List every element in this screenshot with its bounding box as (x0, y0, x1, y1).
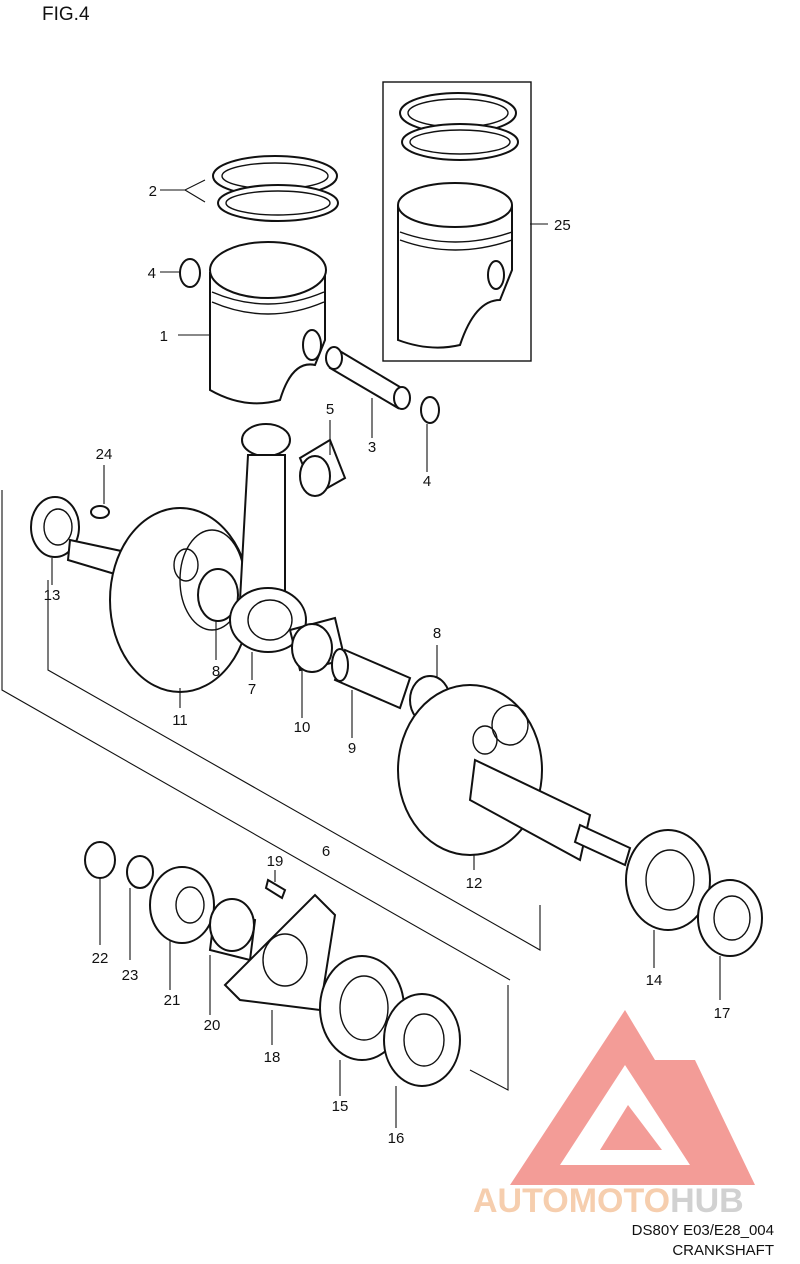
crank-nut (84, 841, 116, 879)
callout-9: 9 (348, 740, 356, 757)
oil-seal-lower (383, 993, 461, 1087)
callout-16: 16 (388, 1130, 405, 1147)
circlip-right (420, 396, 440, 424)
big-end-bearing (288, 616, 347, 673)
callout-2: 2 (149, 183, 157, 200)
callout-4-right: 4 (423, 473, 431, 490)
callout-19: 19 (267, 853, 284, 870)
callout-17: 17 (714, 1005, 731, 1022)
callout-5: 5 (326, 401, 334, 418)
callout-labels: 1 2 3 4 4 5 6 7 8 8 9 10 11 12 13 14 15 … (44, 183, 731, 1147)
diagram-name: CRANKSHAFT (672, 1242, 774, 1259)
callout-24: 24 (96, 446, 113, 463)
callout-25: 25 (554, 217, 571, 234)
bearing-retainer (223, 893, 337, 1012)
callout-3: 3 (368, 439, 376, 456)
callout-12: 12 (466, 875, 483, 892)
small-end-bearing (298, 438, 347, 497)
callout-11: 11 (172, 712, 188, 729)
crank-bearing-right (625, 829, 711, 931)
woodruff-key (90, 505, 110, 519)
crank-web-left (66, 507, 251, 693)
oil-seal-right (697, 879, 763, 957)
connecting-rod (229, 423, 307, 653)
leader-lines (51, 179, 721, 1128)
figure-title: FIG.4 (42, 4, 90, 25)
crank-bearing-left (319, 955, 405, 1061)
piston-pin (325, 346, 411, 410)
callout-20: 20 (204, 1017, 221, 1034)
callout-8-left: 8 (212, 663, 220, 680)
primary-drive-gear (149, 866, 215, 944)
diagram-code: DS80Y E03/E28_004 (631, 1222, 774, 1239)
watermark-text: AUTOMOTOHUB (473, 1182, 744, 1220)
callout-1: 1 (160, 328, 168, 345)
callout-22: 22 (92, 950, 109, 967)
assembly-bracket-lines (1, 490, 541, 1091)
callout-6: 6 (322, 843, 330, 860)
callout-14: 14 (646, 972, 663, 989)
spacer (208, 898, 257, 962)
watermark-logo: AUTOMOTOHUB (473, 1010, 755, 1220)
circlip-left (179, 258, 201, 288)
callout-21: 21 (164, 992, 181, 1009)
callout-4-left: 4 (148, 265, 156, 282)
crank-web-right (397, 684, 632, 867)
callout-23: 23 (122, 967, 139, 984)
retainer-screw (264, 878, 287, 900)
washer-small (126, 855, 154, 889)
callout-13: 13 (44, 587, 61, 604)
oil-seal-left (30, 496, 80, 558)
callout-15: 15 (332, 1098, 349, 1115)
callout-8-right: 8 (433, 625, 441, 642)
callout-18: 18 (264, 1049, 281, 1066)
callout-7: 7 (248, 681, 256, 698)
callout-10: 10 (294, 719, 311, 736)
piston-kit-box (382, 81, 532, 362)
piston-rings (212, 155, 339, 222)
piston (209, 241, 327, 405)
crank-pin (331, 648, 412, 710)
